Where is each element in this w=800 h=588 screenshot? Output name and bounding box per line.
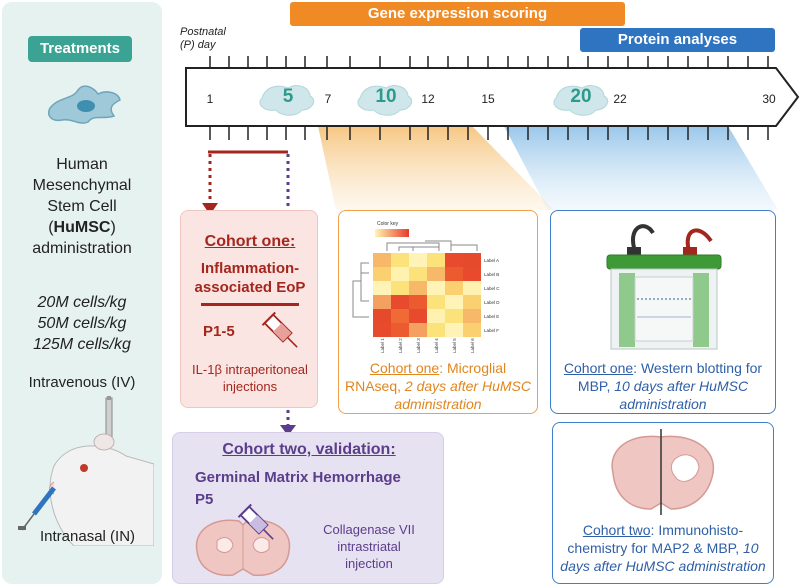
heatmap-col-label: Label 2: [398, 338, 403, 353]
heatmap-col-label: Label 6: [470, 338, 475, 353]
mouse-administration-icon: [18, 396, 154, 546]
tick-label: 30: [762, 92, 776, 106]
heatmap-row-label: Label F: [484, 328, 499, 333]
cohort-one-card: Cohort one: Inflammation- associated EoP…: [180, 210, 318, 408]
tick-label: 12: [421, 92, 435, 106]
rnaseq-caption: Cohort one: Microglial RNAseq, 2 days af…: [345, 360, 531, 412]
dose-item: 20M cells/kg: [37, 294, 127, 311]
syringe-icon: [237, 503, 274, 540]
timeline-top-ticks: [209, 56, 769, 68]
cell-description: Human Mesenchymal Stem Cell (HuMSC) admi…: [32, 156, 132, 257]
heatmap-col-label: Label 1: [380, 338, 385, 353]
heatmap-grid: [373, 253, 481, 337]
day-10-cell-icon: [357, 85, 413, 116]
day-20-cell-icon: [553, 85, 609, 116]
syringe-icon: [261, 311, 298, 348]
dose-list: 20M cells/kg 50M cells/kg 125M cells/kg: [10, 292, 154, 355]
cohort-two-title: Cohort two, validation:: [222, 441, 396, 458]
treatments-badge: Treatments: [28, 36, 132, 62]
tick-label: 22: [613, 92, 627, 106]
highlight-day-20: 20: [570, 86, 592, 107]
cohort-two-day: P5: [195, 491, 214, 508]
rnaseq-projection: [318, 126, 554, 210]
cohort-two-arrowhead: [280, 425, 296, 436]
cohort-one-title: Cohort one:: [204, 233, 296, 250]
ihc-card: Cohort two: Immunohisto- chemistry for M…: [552, 422, 774, 584]
cohort-one-divider: [201, 303, 299, 306]
ihc-caption: Cohort two: Immunohisto- chemistry for M…: [560, 522, 766, 574]
cohort-one-model: Inflammation- associated EoP: [194, 260, 306, 296]
western-projection: [504, 126, 778, 210]
western-blot-card: Cohort one: Western blotting for MBP, 10…: [550, 210, 776, 414]
cohort-two-model: Germinal Matrix Hemorrhage: [195, 469, 401, 486]
tick-label: 7: [324, 92, 332, 106]
stem-cell-icon: [48, 85, 121, 124]
dose-item: 50M cells/kg: [37, 315, 127, 332]
highlight-day-10: 10: [375, 86, 397, 107]
timeline-arrow: [185, 67, 800, 127]
route-iv-label: Intravenous (IV): [28, 374, 136, 391]
heatmap-row-label: Label B: [484, 272, 499, 277]
route-in-label: Intranasal (IN): [40, 528, 136, 545]
heatmap-icon: Color key Label A Label B Label C Label …: [352, 221, 500, 353]
tick-label: 1: [206, 92, 214, 106]
heatmap-row-label: Label C: [484, 286, 500, 291]
heatmap-col-label: Label 5: [452, 338, 457, 353]
western-blot-apparatus-icon: [606, 224, 722, 350]
cohort-one-arrowhead: [202, 203, 218, 215]
timeline-bottom-ticks: [209, 126, 769, 140]
dose-item: 125M cells/kg: [33, 336, 131, 353]
heatmap-col-label: Label 4: [434, 338, 439, 353]
cohort-one-injection: IL-1β intraperitoneal injections: [192, 362, 308, 394]
heatmap-row-label: Label A: [484, 258, 499, 263]
cohort-one-days: P1-5: [203, 323, 235, 340]
gene-expression-bar: Gene expression scoring: [290, 2, 625, 26]
protein-analyses-bar: Protein analyses: [580, 28, 775, 52]
heatmap-col-label: Label 3: [416, 338, 421, 353]
axis-title: Postnatal (P) day: [180, 26, 226, 51]
rnaseq-card: Color key Label A Label B Label C Label …: [338, 210, 538, 414]
day-5-cell-icon: [259, 85, 315, 116]
cohort-two-injection: Collagenase VII intrastriatal injection: [323, 522, 415, 571]
heatmap-key-label: Color key: [377, 221, 399, 227]
heatmap-row-label: Label D: [484, 300, 500, 305]
heatmap-row-label: Label E: [484, 314, 499, 319]
brain-coronal-section-icon: [611, 429, 715, 515]
highlight-day-5: 5: [282, 86, 294, 107]
brain-section-icon: [195, 519, 291, 577]
tick-label: 15: [481, 92, 495, 106]
western-caption: Cohort one: Western blotting for MBP, 10…: [563, 360, 763, 412]
cohort-two-card: Cohort two, validation: Germinal Matrix …: [172, 432, 444, 584]
